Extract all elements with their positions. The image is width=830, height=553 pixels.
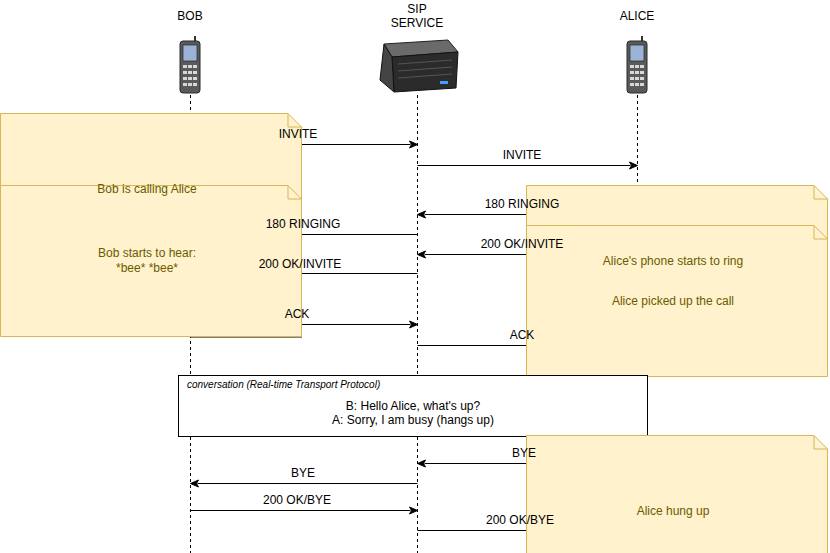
arrowhead	[410, 507, 418, 514]
note-text: Bob starts to hear: *bee* *bee*	[85, 246, 210, 276]
note-shape	[527, 436, 828, 553]
note-callout: Alice hung up	[526, 435, 828, 553]
message-label: 200 OK/BYE	[263, 493, 331, 507]
dialogue-line: A: Sorry, I am busy (hangs up)	[179, 413, 647, 427]
message-label: 180 RINGING	[485, 197, 560, 211]
note-text: Alice picked up the call	[612, 294, 734, 309]
message-line	[198, 483, 418, 484]
note-shape	[527, 226, 828, 377]
note-fold	[288, 114, 302, 128]
message-arrow	[191, 480, 418, 487]
arrowhead	[630, 162, 638, 169]
note-fold	[814, 186, 828, 200]
note-outline	[526, 435, 828, 553]
arrowhead	[191, 480, 199, 487]
note-text: Alice hung up	[637, 504, 710, 519]
phone-icon	[627, 36, 647, 93]
note-fold	[288, 186, 302, 200]
message-label: INVITE	[279, 127, 318, 141]
message-label: 200 OK/BYE	[486, 513, 554, 527]
message-label: 180 RINGING	[266, 217, 341, 231]
participant-name: SIP SERVICE	[386, 2, 448, 30]
message-label: 200 OK/INVITE	[259, 257, 342, 271]
arrowhead	[410, 321, 418, 328]
message-label: BYE	[512, 446, 536, 460]
message-label: BYE	[291, 466, 315, 480]
note-callout: Alice picked up the call	[526, 225, 828, 377]
phone-icon	[180, 36, 200, 93]
note-fold	[814, 436, 828, 450]
conversation-box: conversation (Real-time Transport Protoc…	[178, 375, 648, 437]
message-arrow	[418, 162, 638, 169]
note-text: Alice's phone starts to ring	[603, 254, 743, 269]
message-line	[418, 165, 631, 166]
message-label: 200 OK/INVITE	[481, 237, 564, 251]
note-fold	[814, 226, 828, 240]
arrowhead	[418, 251, 426, 258]
note-shape	[1, 186, 302, 337]
message-label: ACK	[510, 328, 535, 342]
message-label: INVITE	[503, 148, 542, 162]
arrowhead	[410, 141, 418, 148]
message-line	[191, 510, 411, 511]
arrowhead	[418, 460, 426, 467]
participant-name: BOB	[177, 9, 202, 23]
participant-name: ALICE	[620, 9, 655, 23]
box-heading: conversation (Real-time Transport Protoc…	[187, 379, 647, 390]
arrowhead	[418, 211, 426, 218]
message-arrow	[191, 507, 418, 514]
message-label: ACK	[285, 307, 310, 321]
server-icon	[380, 40, 458, 92]
note-callout: Bob starts to hear: *bee* *bee*	[0, 185, 302, 337]
note-text: Bob is calling Alice	[97, 182, 196, 197]
dialogue-line: B: Hello Alice, what's up?	[179, 399, 647, 413]
